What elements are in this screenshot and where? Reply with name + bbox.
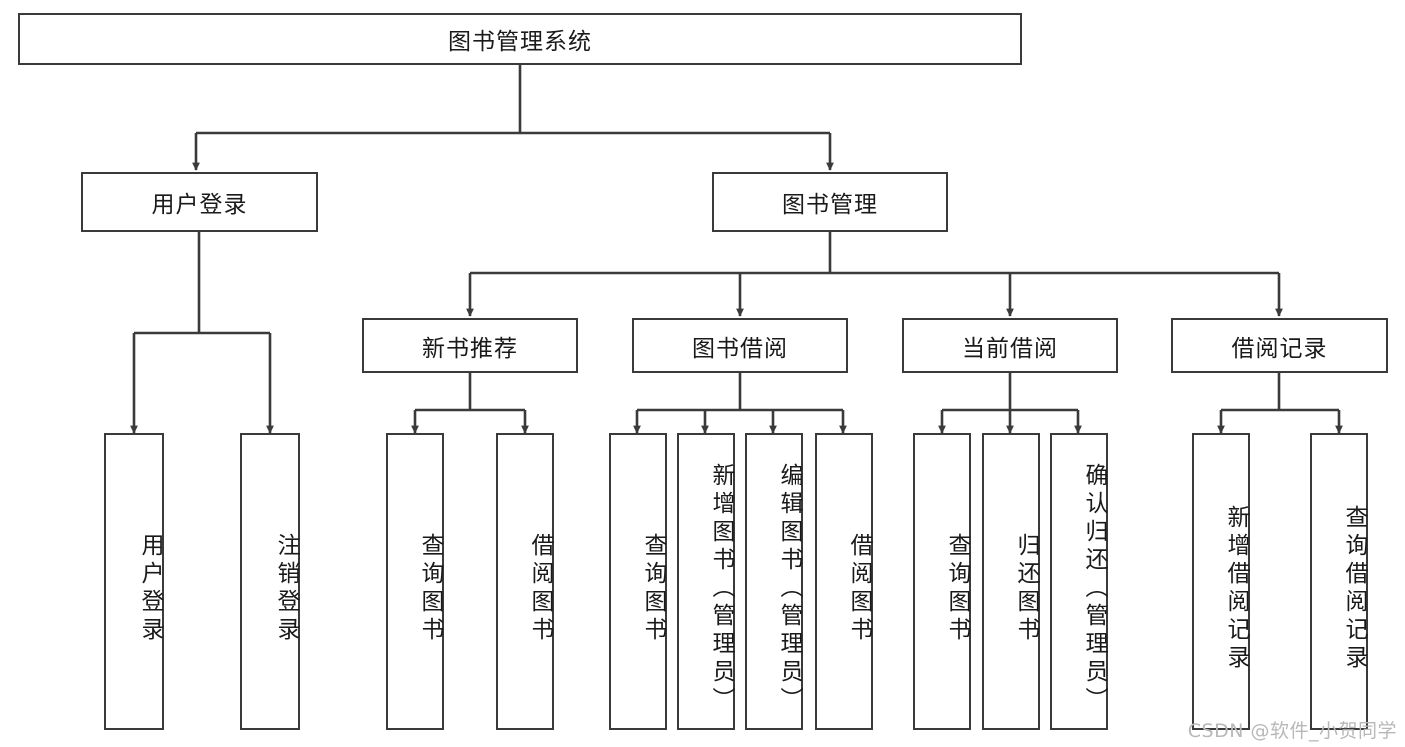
edges-recommend-to-leaves: [411, 373, 529, 434]
node-label: 借阅记录: [1231, 335, 1328, 362]
leaf-record-add-record[interactable]: 新增借阅记录: [1192, 433, 1250, 730]
leaf-user-login-login[interactable]: 用户登录: [104, 433, 164, 730]
leaf-user-login-logout[interactable]: 注销登录: [240, 433, 300, 730]
node-label: 借阅图书: [527, 532, 553, 645]
node-current-borrow[interactable]: 当前借阅: [902, 318, 1118, 373]
edges-book-mgmt-to-level3: [466, 232, 1283, 317]
node-label: 归还图书: [1013, 532, 1039, 645]
node-borrow-record[interactable]: 借阅记录: [1171, 318, 1388, 373]
leaf-borrow-query-book[interactable]: 查询图书: [609, 433, 667, 730]
node-new-book-recommend[interactable]: 新书推荐: [362, 318, 578, 373]
node-label: 用户登录: [151, 192, 248, 218]
edges-user-login-to-leaves: [130, 232, 274, 434]
watermark-text: CSDN @软件_小贺同学: [1187, 720, 1397, 742]
node-book-borrow[interactable]: 图书借阅: [632, 318, 848, 373]
node-label: 新增图书（管理员）: [708, 462, 734, 715]
leaf-recommend-query-book[interactable]: 查询图书: [386, 433, 444, 730]
node-user-login[interactable]: 用户登录: [81, 172, 318, 232]
node-label: 查询图书: [417, 532, 443, 645]
leaf-current-confirm-return[interactable]: 确认归还（管理员）: [1050, 433, 1108, 730]
edges-current-to-leaves: [938, 373, 1082, 434]
node-label: 图书借阅: [692, 335, 788, 362]
edges-root-to-level2: [192, 65, 834, 171]
node-root-system[interactable]: 图书管理系统: [18, 13, 1022, 65]
node-label: 用户登录: [137, 532, 163, 645]
leaf-borrow-borrow-book[interactable]: 借阅图书: [815, 433, 873, 730]
node-label: 图书管理: [782, 192, 878, 218]
node-label: 查询图书: [640, 532, 666, 645]
leaf-current-query-book[interactable]: 查询图书: [913, 433, 971, 730]
node-label: 查询借阅记录: [1341, 504, 1367, 673]
edges-record-to-leaves: [1217, 373, 1343, 434]
node-label: 图书管理系统: [448, 29, 592, 55]
node-label: 注销登录: [273, 532, 299, 645]
node-label: 当前借阅: [962, 335, 1058, 362]
leaf-borrow-add-book[interactable]: 新增图书（管理员）: [677, 433, 735, 730]
node-label: 新书推荐: [422, 335, 518, 362]
node-book-management[interactable]: 图书管理: [712, 172, 948, 232]
node-label: 编辑图书（管理员）: [776, 462, 802, 715]
leaf-current-return-book[interactable]: 归还图书: [982, 433, 1040, 730]
edges-borrow-to-leaves: [633, 373, 847, 434]
node-label: 查询图书: [944, 532, 970, 645]
node-label: 确认归还（管理员）: [1081, 462, 1107, 715]
node-label: 借阅图书: [846, 532, 872, 645]
node-label: 新增借阅记录: [1223, 504, 1249, 673]
leaf-recommend-borrow-book[interactable]: 借阅图书: [496, 433, 554, 730]
leaf-record-query-record[interactable]: 查询借阅记录: [1310, 433, 1368, 730]
leaf-borrow-edit-book[interactable]: 编辑图书（管理员）: [745, 433, 803, 730]
